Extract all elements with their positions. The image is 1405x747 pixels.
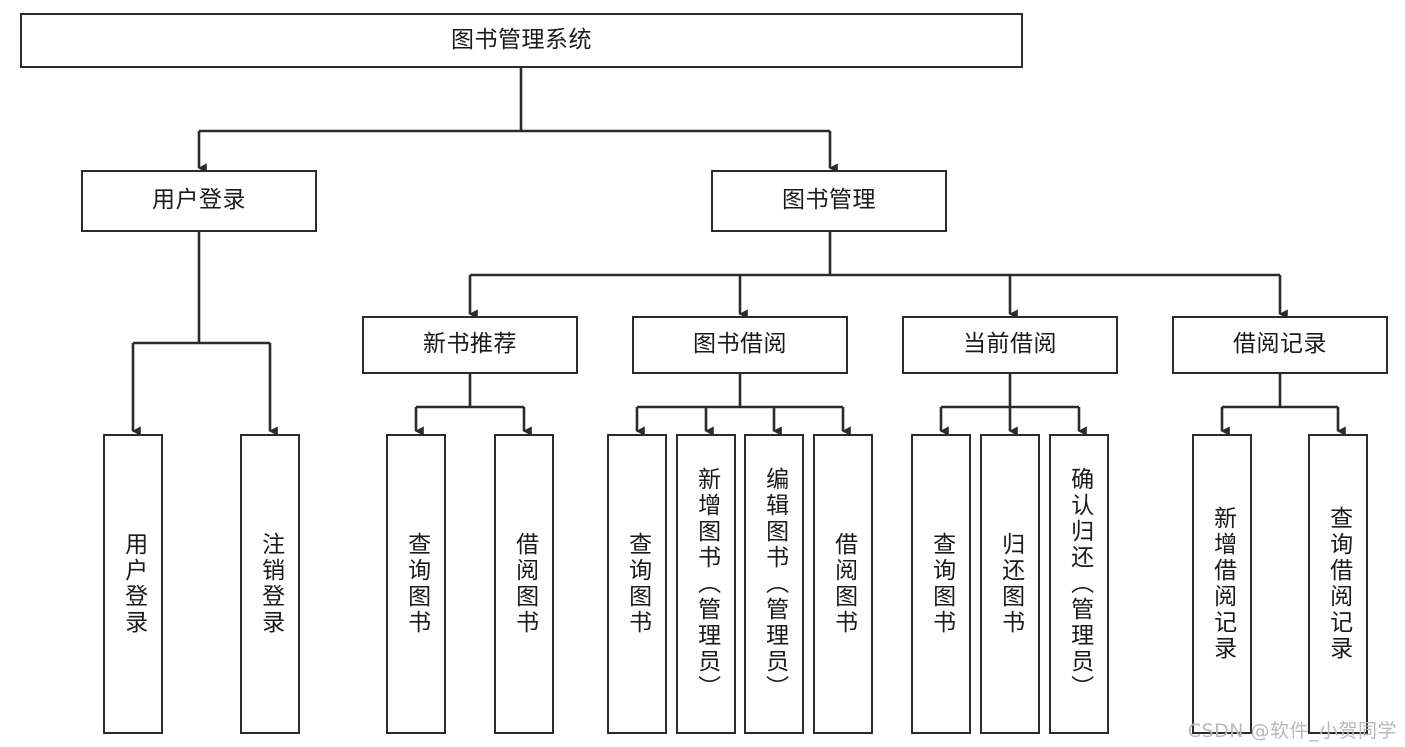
node-label: 编辑图书（管理员） [761, 467, 788, 701]
leaf-add-book-admin[interactable]: 新增图书（管理员） [676, 434, 736, 734]
leaf-confirm-return-admin[interactable]: 确认归还（管理员） [1049, 434, 1109, 734]
watermark-credit: CSDN @软件_小贺同学 [1187, 720, 1397, 742]
leaf-query-books-current[interactable]: 查询图书 [911, 434, 971, 734]
node-label: 借阅图书 [830, 532, 857, 636]
node-current-borrowing[interactable]: 当前借阅 [902, 316, 1118, 374]
leaf-query-borrow-record[interactable]: 查询借阅记录 [1308, 434, 1368, 734]
leaf-logout[interactable]: 注销登录 [240, 434, 300, 734]
leaf-add-borrow-record[interactable]: 新增借阅记录 [1192, 434, 1252, 734]
leaf-borrow-books-recommendation[interactable]: 借阅图书 [494, 434, 554, 734]
node-label: 归还图书 [997, 532, 1024, 636]
node-borrow-records[interactable]: 借阅记录 [1172, 316, 1388, 374]
node-label: 图书借阅 [693, 331, 787, 358]
node-book-management[interactable]: 图书管理 [711, 170, 947, 232]
node-label: 查询图书 [403, 532, 430, 636]
leaf-query-books-borrowing[interactable]: 查询图书 [607, 434, 667, 734]
leaf-query-books-recommendation[interactable]: 查询图书 [386, 434, 446, 734]
node-label: 注销登录 [257, 532, 284, 636]
node-label: 查询借阅记录 [1325, 506, 1352, 662]
node-label: 确认归还（管理员） [1066, 467, 1093, 701]
node-label: 图书管理 [782, 187, 876, 214]
node-book-borrowing[interactable]: 图书借阅 [632, 316, 848, 374]
node-user-login[interactable]: 用户登录 [81, 170, 317, 232]
leaf-return-books[interactable]: 归还图书 [980, 434, 1040, 734]
node-label: 借阅图书 [511, 532, 538, 636]
node-label: 当前借阅 [963, 331, 1057, 358]
node-label: 新增借阅记录 [1209, 506, 1236, 662]
leaf-borrow-books[interactable]: 借阅图书 [813, 434, 873, 734]
leaf-user-login[interactable]: 用户登录 [103, 434, 163, 734]
node-new-book-recommendation[interactable]: 新书推荐 [362, 316, 578, 374]
node-label: 新增图书（管理员） [693, 467, 720, 701]
node-label: 查询图书 [928, 532, 955, 636]
node-label: 借阅记录 [1233, 331, 1327, 358]
node-label: 图书管理系统 [451, 26, 592, 53]
node-label: 新书推荐 [423, 331, 517, 358]
node-label: 用户登录 [152, 187, 246, 214]
node-label: 查询图书 [624, 532, 651, 636]
leaf-edit-book-admin[interactable]: 编辑图书（管理员） [744, 434, 804, 734]
node-root-book-management-system[interactable]: 图书管理系统 [20, 13, 1023, 68]
node-label: 用户登录 [120, 532, 147, 636]
